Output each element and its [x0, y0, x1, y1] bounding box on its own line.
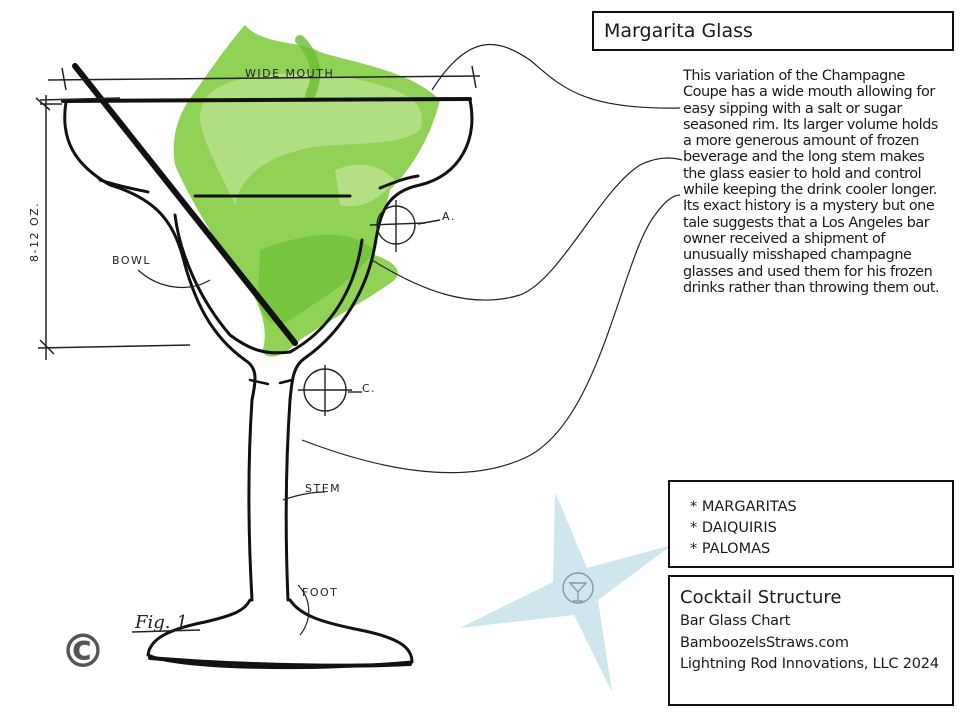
credit-line: Lightning Rod Innovations, LLC 2024	[680, 656, 939, 672]
copyright-symbol: ©	[60, 624, 106, 678]
compass-star	[460, 492, 672, 692]
marker-a-label: A.	[442, 210, 456, 223]
stem-label: STEM	[305, 482, 341, 495]
leader-lines	[137, 43, 683, 636]
foot-label: FOOT	[302, 586, 338, 599]
drink-item: * PALOMAS	[690, 541, 771, 557]
glass-inner-bowl-right	[288, 238, 364, 354]
fig-label: Fig. 1	[134, 612, 188, 633]
wide-mouth-label: WIDE MOUTH	[245, 67, 334, 80]
glass-bowl-right	[288, 98, 474, 402]
glass-foot	[146, 598, 414, 670]
glass-bowl-left	[63, 100, 257, 402]
glass-outline	[61, 97, 474, 670]
bowl-label: BOWL	[112, 254, 151, 267]
volume-label: 8-12 OZ.	[28, 202, 41, 262]
credits-box: Cocktail Structure Bar Glass Chart Bambo…	[668, 575, 954, 706]
marker-c-label: C.	[362, 382, 376, 395]
drink-item: * MARGARITAS	[690, 499, 797, 515]
credit-line: Bar Glass Chart	[680, 613, 791, 629]
compass-star-logo	[460, 492, 672, 692]
glass-description: This variation of the Champagne Coupe ha…	[683, 68, 940, 296]
glass-stem-left	[247, 398, 254, 602]
glass-inner-bowl-left	[173, 213, 292, 355]
glass-rim	[61, 97, 472, 103]
dimension-lines	[35, 65, 481, 360]
page-title: Margarita Glass	[604, 20, 753, 42]
drinks-box: * MARGARITAS * DAIQUIRIS * PALOMAS	[668, 480, 954, 568]
title-box: Margarita Glass	[592, 11, 954, 51]
drink-item: * DAIQUIRIS	[690, 520, 777, 536]
credit-line: BamboozelsStraws.com	[680, 634, 849, 651]
crosshair-markers	[298, 200, 441, 416]
glass-stem-right	[284, 398, 292, 602]
straw	[72, 63, 298, 346]
credits-title: Cocktail Structure	[680, 587, 842, 608]
